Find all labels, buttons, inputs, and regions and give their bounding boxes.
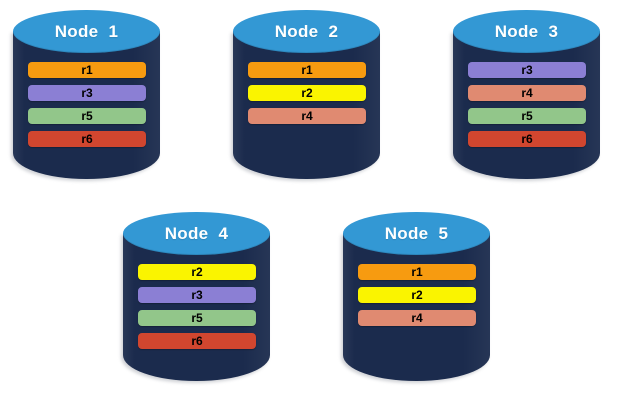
cylinder-top-ellipse [343, 212, 490, 255]
record-bar[interactable]: r4 [468, 85, 586, 101]
record-bar[interactable]: r6 [138, 333, 256, 349]
database-node-4[interactable]: Node 4 r2 r3 r5 r6 [123, 212, 270, 392]
record-bar[interactable]: r4 [248, 108, 366, 124]
record-list: r3 r4 r5 r6 [468, 62, 586, 147]
record-bar[interactable]: r3 [468, 62, 586, 78]
record-bar[interactable]: r5 [28, 108, 146, 124]
record-bar[interactable]: r5 [468, 108, 586, 124]
record-list: r1 r2 r4 [248, 62, 366, 124]
cylinder-body [123, 233, 270, 381]
cylinder-body [343, 233, 490, 381]
cylinder-top-ellipse [13, 10, 160, 53]
record-list: r2 r3 r5 r6 [138, 264, 256, 349]
record-bar[interactable]: r6 [468, 131, 586, 147]
cylinder-top-ellipse [233, 10, 380, 53]
node-title: Node 3 [494, 21, 559, 41]
database-node-3[interactable]: Node 3 r3 r4 r5 r6 [453, 10, 600, 190]
cylinder-body [233, 31, 380, 179]
record-bar[interactable]: r1 [248, 62, 366, 78]
cylinder-top-ellipse [453, 10, 600, 53]
node-title: Node 4 [164, 223, 229, 243]
record-bar[interactable]: r5 [138, 310, 256, 326]
record-list: r1 r3 r5 r6 [28, 62, 146, 147]
node-title: Node 2 [274, 21, 339, 41]
record-bar[interactable]: r2 [138, 264, 256, 280]
record-bar[interactable]: r4 [358, 310, 476, 326]
record-bar[interactable]: r3 [28, 85, 146, 101]
record-bar[interactable]: r3 [138, 287, 256, 303]
database-node-2[interactable]: Node 2 r1 r2 r4 [233, 10, 380, 190]
record-list: r1 r2 r4 [358, 264, 476, 326]
cylinder-top-ellipse [123, 212, 270, 255]
record-bar[interactable]: r2 [358, 287, 476, 303]
cylinder-body [453, 31, 600, 179]
node-title: Node 1 [54, 21, 119, 41]
record-bar[interactable]: r6 [28, 131, 146, 147]
database-node-5[interactable]: Node 5 r1 r2 r4 [343, 212, 490, 392]
record-bar[interactable]: r1 [28, 62, 146, 78]
database-node-1[interactable]: Node 1 r1 r3 r5 r6 [13, 10, 160, 190]
record-bar[interactable]: r2 [248, 85, 366, 101]
cylinder-body [13, 31, 160, 179]
node-title: Node 5 [384, 223, 449, 243]
record-bar[interactable]: r1 [358, 264, 476, 280]
